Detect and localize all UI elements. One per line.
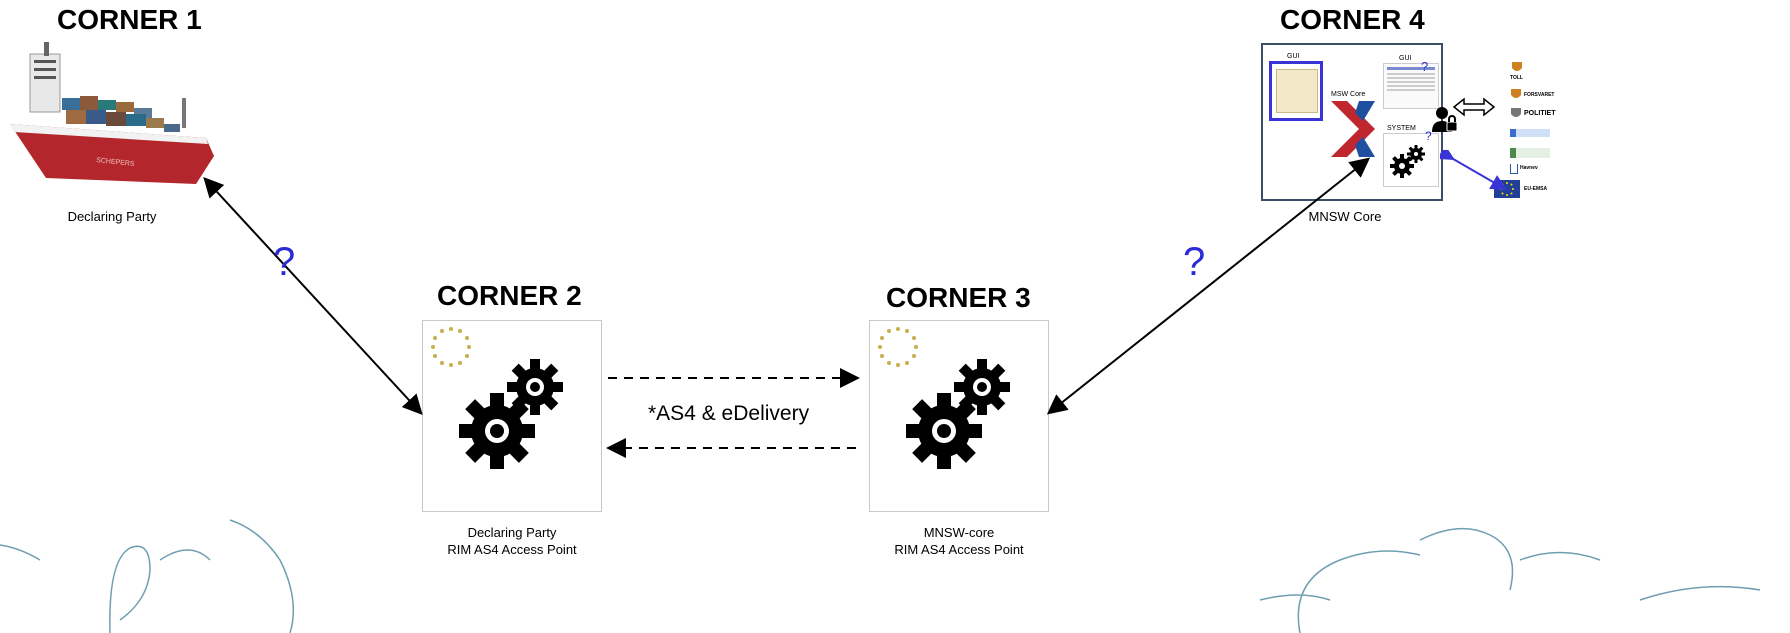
corner-1-caption: Declaring Party (67, 209, 157, 224)
user-lock-icon (1430, 104, 1460, 134)
corner-3-caption-line1: MNSW-core (923, 525, 995, 540)
double-arrow-icon (1452, 96, 1496, 118)
decorative-swirls (0, 519, 1761, 633)
corner-1-title: CORNER 1 (57, 4, 202, 35)
corner-4-title: CORNER 4 (1280, 4, 1425, 35)
right-question-mark: ? (1183, 240, 1206, 284)
eu-stars-icon (431, 327, 471, 367)
c1-c2-arrow (203, 177, 423, 415)
corner-2-caption-line2: RIM AS4 Access Point (447, 542, 577, 557)
corner-3-title: CORNER 3 (886, 282, 1031, 313)
gui-left-panel (1269, 61, 1323, 121)
as4-edelivery-label: *AS4 & eDelivery (648, 402, 810, 425)
corner-3-caption: MNSW-core RIM AS4 Access Point (869, 524, 1049, 558)
corner-2-caption: Declaring Party RIM AS4 Access Point (422, 524, 602, 558)
corner-2-access-point-box (422, 320, 602, 512)
system-box (1383, 133, 1439, 187)
havnev-logo-icon (1510, 164, 1518, 174)
msw-core-label: MSW Core (1331, 91, 1366, 98)
agency-eu-emsa: EU-EMSA (1524, 186, 1548, 192)
gear-small-icon (507, 359, 563, 415)
msw-core-x-logo (1329, 101, 1377, 157)
container-ship-image: SCHEPERS (6, 38, 221, 188)
system-to-emsa-arrow (1440, 150, 1510, 194)
left-question-mark: ? (273, 240, 296, 284)
c3-c4-arrow (1046, 157, 1371, 415)
agency-4-logo (1510, 129, 1550, 137)
corner-2-caption-line1: Declaring Party (467, 525, 557, 540)
gear-large-icon (459, 393, 535, 469)
gui-question-mark: ? (1421, 59, 1429, 74)
system-gears-icon (1390, 145, 1425, 178)
system-label: SYSTEM (1387, 125, 1416, 132)
gui-right-label: GUI (1399, 55, 1412, 62)
corner-3-access-point-box (869, 320, 1049, 512)
agency-forsvaret: FORSVARET (1524, 92, 1555, 98)
agency-toll: TOLL (1510, 75, 1523, 81)
gear-small-icon (954, 359, 1010, 415)
gui-map-thumbnail (1276, 69, 1318, 113)
system-question-mark: ? (1425, 129, 1432, 143)
gui-right-table (1383, 63, 1439, 109)
corner-3-caption-line2: RIM AS4 Access Point (894, 542, 1024, 557)
svg-text:SCHEPERS: SCHEPERS (96, 157, 135, 168)
gear-large-icon (906, 393, 982, 469)
corner-2-title: CORNER 2 (437, 280, 582, 311)
agency-havnev: Havnev (1520, 165, 1538, 171)
eu-stars-icon (878, 327, 918, 367)
toll-logo-icon (1510, 60, 1524, 76)
forsvaret-logo-icon (1510, 88, 1522, 102)
agency-5-logo (1510, 148, 1550, 158)
agency-politiet: POLITIET (1524, 110, 1556, 117)
gui-left-label: GUI (1287, 53, 1300, 60)
politiet-logo-icon (1510, 107, 1522, 121)
